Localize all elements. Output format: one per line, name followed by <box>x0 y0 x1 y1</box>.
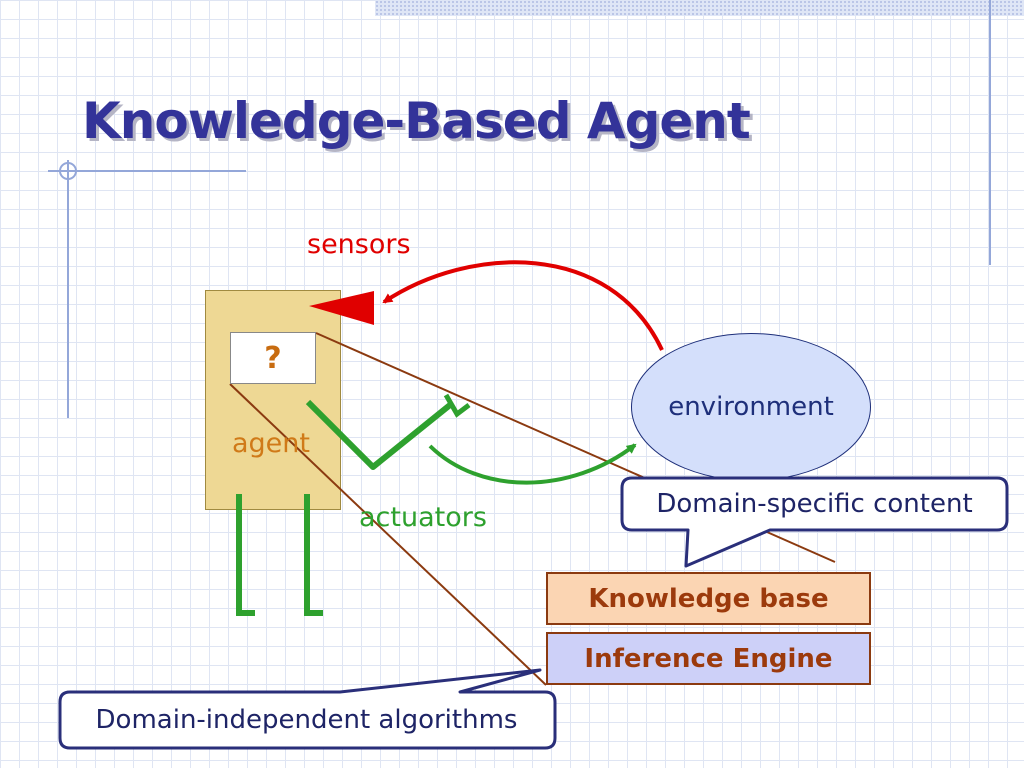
agent-mind-box: ? <box>230 332 316 384</box>
connector-line-to-inference-engine <box>229 383 547 686</box>
domain-independent-callout-shape <box>58 668 557 750</box>
inference-engine-box: Inference Engine <box>546 632 871 685</box>
actuators-label: actuators <box>359 502 487 533</box>
actuator-arrow <box>428 443 637 485</box>
sensor-triangle <box>309 291 374 325</box>
agent-leg-right <box>304 494 323 616</box>
agent-box <box>205 290 341 510</box>
header-decoration-band <box>375 0 1024 16</box>
domain-specific-callout: Domain-specific content <box>656 489 973 519</box>
page-title: Knowledge-Based Agent <box>82 92 751 150</box>
horizontal-accent-line <box>48 170 246 172</box>
vertical-accent-line-left <box>67 160 69 418</box>
inference-engine-label: Inference Engine <box>584 643 833 674</box>
agent-leg-left <box>236 494 255 616</box>
domain-independent-callout: Domain-independent algorithms <box>95 705 518 735</box>
domain-specific-callout-shape <box>620 476 1009 568</box>
actuator-gripper <box>443 393 471 418</box>
actuator-arm <box>305 399 452 470</box>
vertical-accent-line-right <box>989 0 991 265</box>
knowledge-base-box: Knowledge base <box>546 572 871 625</box>
sensor-arrow <box>382 260 664 351</box>
agent-label: agent <box>232 428 310 459</box>
sensors-label: sensors <box>307 229 411 260</box>
environment-label: environment <box>668 392 834 422</box>
knowledge-base-label: Knowledge base <box>588 583 829 614</box>
